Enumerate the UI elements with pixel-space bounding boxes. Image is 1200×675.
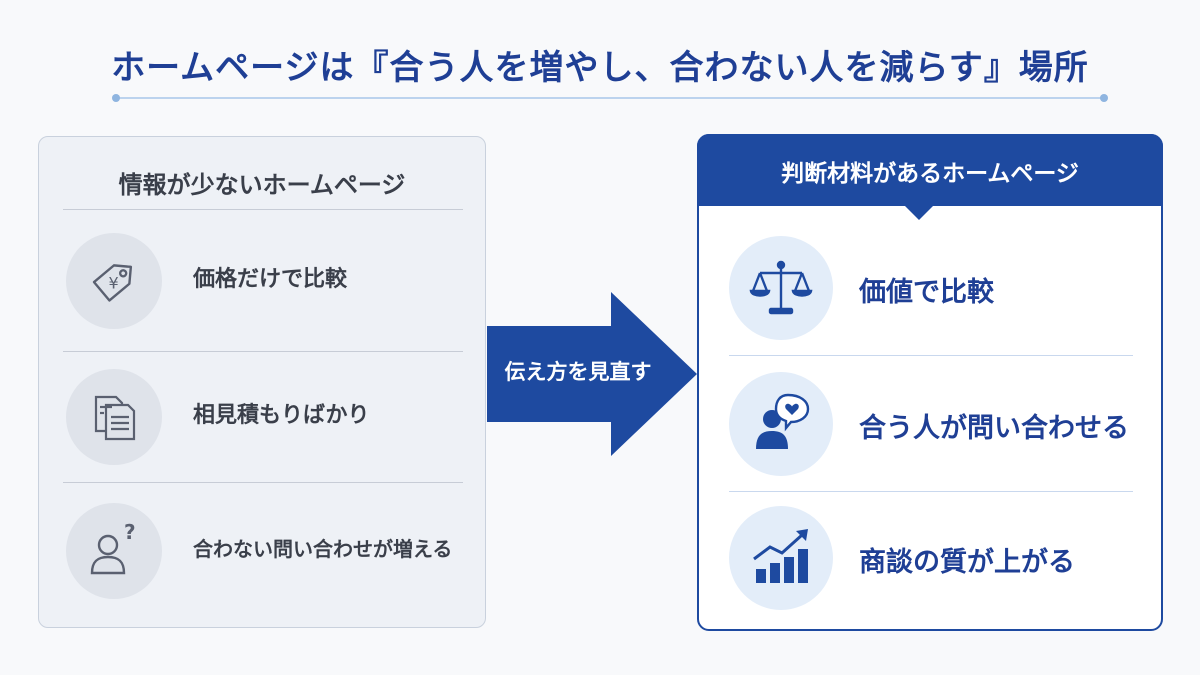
left-item-price: ¥ 価格だけで比較 <box>39 229 485 329</box>
left-item-icon-circle: ¥ <box>66 233 162 329</box>
right-item-icon-circle <box>729 236 833 340</box>
person-question-icon: ? <box>90 520 136 575</box>
left-item-label: 相見積もりばかり <box>193 403 370 428</box>
balance-scale-icon <box>749 260 813 315</box>
right-item-label: 合う人が問い合わせる <box>859 413 1129 444</box>
divider-dot-left <box>112 94 120 102</box>
left-item-label: 価格だけで比較 <box>193 267 348 292</box>
header-notch <box>903 204 935 220</box>
left-item-mismatch: ? 合わない問い合わせが増える <box>39 499 485 599</box>
left-divider <box>63 482 463 483</box>
svg-text:¥: ¥ <box>108 273 118 292</box>
left-item-icon-circle: ? <box>66 503 162 599</box>
price-tag-icon: ¥ <box>92 264 133 302</box>
left-panel-heading: 情報が少ないホームページ <box>118 171 406 199</box>
right-divider <box>729 491 1133 492</box>
growth-chart-icon <box>753 529 808 583</box>
right-item-quality: 商談の質が上がる <box>699 506 1161 610</box>
right-divider <box>729 355 1133 356</box>
left-divider <box>63 351 463 352</box>
title-divider <box>112 94 1108 102</box>
documents-icon <box>94 395 136 441</box>
right-item-label: 価値で比較 <box>859 277 994 308</box>
person-heart-icon <box>756 393 810 449</box>
right-panel-header: 判断材料があるホームページ <box>697 134 1163 220</box>
left-panel: 情報が少ないホームページ ¥ 価格だけで比較 <box>38 136 486 628</box>
right-panel: 判断材料があるホームページ 価値で比較 <box>697 134 1163 631</box>
left-divider <box>63 209 463 210</box>
left-item-label: 合わない問い合わせが増える <box>193 537 453 561</box>
transition-arrow: 伝え方を見直す <box>487 292 697 456</box>
divider-dot-right <box>1100 94 1108 102</box>
right-item-icon-circle <box>729 372 833 476</box>
arrow-label: 伝え方を見直す <box>504 360 652 384</box>
right-arrow-icon <box>487 292 697 456</box>
page-title: ホームページは『合う人を増やし、合わない人を減らす』場所 <box>111 48 1089 88</box>
svg-text:?: ? <box>124 520 136 544</box>
right-item-value: 価値で比較 <box>699 236 1161 340</box>
right-item-icon-circle <box>729 506 833 610</box>
left-item-quotes: 相見積もりばかり <box>39 365 485 465</box>
right-panel-heading: 判断材料があるホームページ <box>781 161 1079 187</box>
right-item-match: 合う人が問い合わせる <box>699 372 1161 476</box>
right-item-label: 商談の質が上がる <box>859 547 1075 578</box>
left-item-icon-circle <box>66 369 162 465</box>
